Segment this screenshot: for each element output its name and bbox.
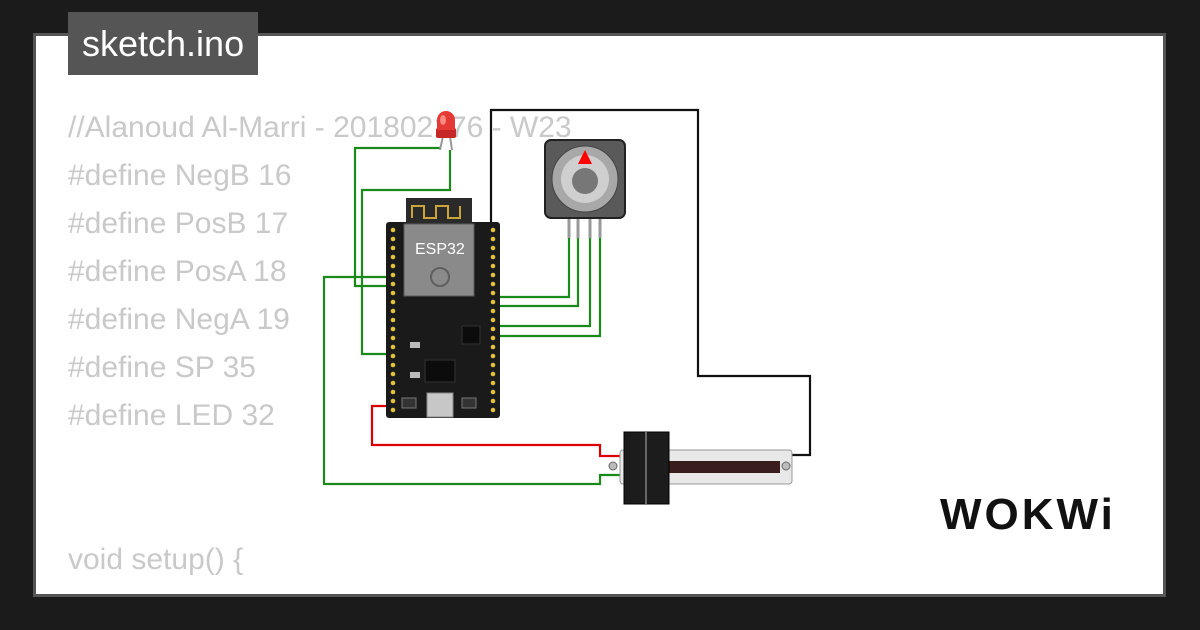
wire-green-encoder-1[interactable]: [491, 236, 571, 299]
code-line: //Alanoud Al-Marri - 201802176 - W23: [68, 111, 572, 144]
wire-green-slider[interactable]: [322, 275, 620, 486]
wokwi-logo-icon: WOKWi: [940, 490, 1116, 539]
slide-potentiometer-icon[interactable]: [608, 431, 793, 505]
wire-black-encoder[interactable]: [489, 108, 812, 457]
file-tab[interactable]: sketch.ino: [68, 12, 259, 75]
pin-header-right[interactable]: [490, 227, 496, 413]
wire-green-led-a[interactable]: [353, 146, 440, 288]
code-line: #define NegB 16: [68, 159, 292, 192]
code-line: #define LED 32: [68, 399, 275, 432]
pin-header-left[interactable]: [390, 227, 396, 413]
code-line: #define PosB 17: [68, 207, 289, 240]
code-line: #define PosA 18: [68, 255, 287, 288]
wires: [322, 108, 812, 486]
rotary-encoder-icon[interactable]: [544, 139, 626, 238]
code-line: void setup() {: [68, 543, 244, 576]
wire-green-led-b[interactable]: [360, 150, 452, 356]
wire-green-encoder-2[interactable]: [491, 236, 580, 308]
board-label: ESP32: [415, 241, 465, 258]
code-editor[interactable]: //Alanoud Al-Marri - 201802176 - W23 #de…: [68, 104, 572, 594]
canvas-frame: //Alanoud Al-Marri - 201802176 - W23 #de…: [33, 33, 1166, 597]
code-line: #define SP 35: [68, 351, 256, 384]
wire-green-encoder-3[interactable]: [491, 236, 592, 328]
code-line: //: [68, 584, 572, 594]
esp32-board-icon[interactable]: ESP32: [386, 198, 500, 418]
wire-red-slider[interactable]: [370, 404, 620, 458]
led-icon[interactable]: [436, 111, 456, 151]
code-line: #define NegA 19: [68, 303, 290, 336]
wire-green-encoder-4[interactable]: [491, 236, 602, 338]
